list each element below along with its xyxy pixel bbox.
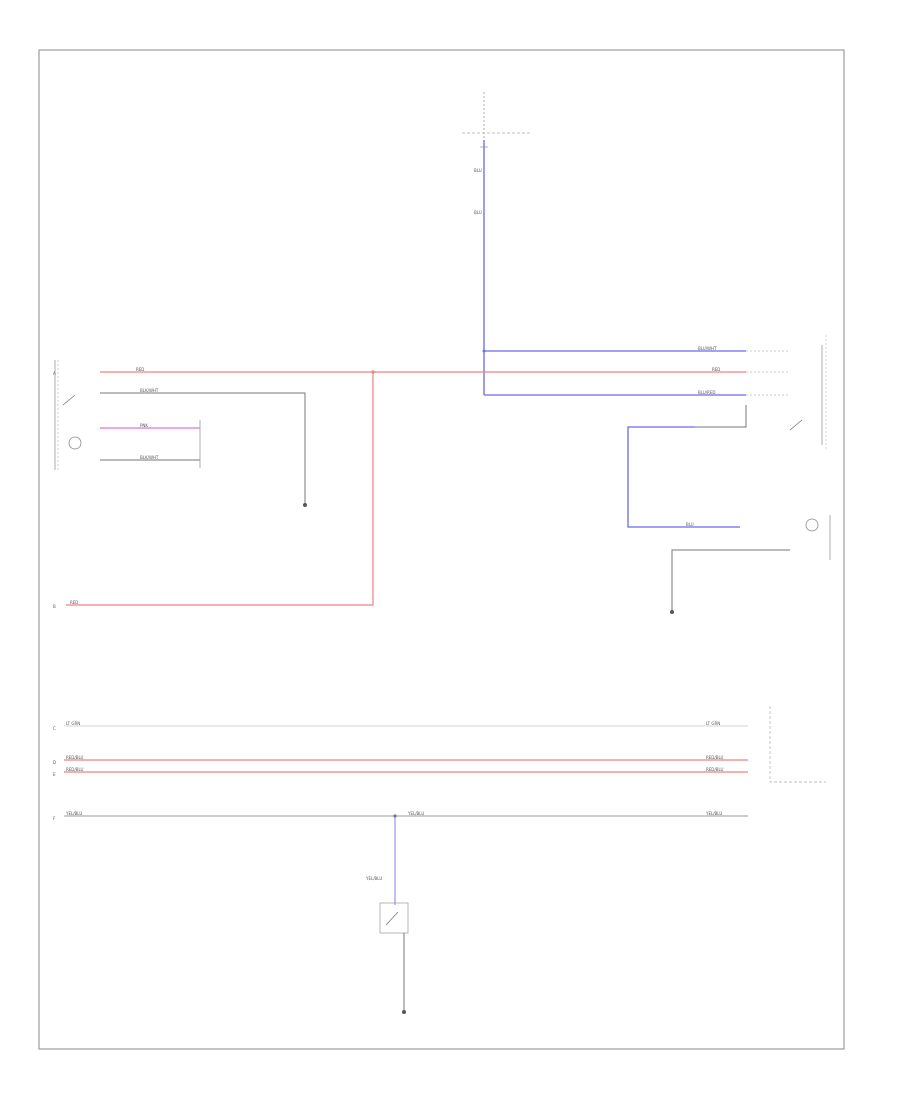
bus-label-4m: YEL/BLU: [407, 811, 424, 816]
bus-label-1: LT GRN: [66, 721, 80, 726]
lamp-symbol-left: [68, 436, 82, 450]
red-label-right: RED: [712, 367, 720, 372]
red-wires: [66, 371, 746, 606]
lamp-module: [805, 515, 831, 560]
pink-label: PNK: [140, 423, 148, 428]
bus-wires: [64, 725, 748, 905]
blue-splice: [482, 349, 486, 353]
dark-label-1: BLK/WHT: [140, 388, 159, 393]
blue-label-row1: BLU/WHT: [698, 346, 717, 351]
bus-label-2r: RED/BLU: [706, 755, 724, 760]
blue-label-lamp: BLU: [686, 522, 694, 527]
right-bus-module: [769, 706, 826, 783]
bottom-switch: [379, 902, 409, 934]
row-letter-b: B: [53, 604, 56, 609]
lamp-ground-node: [670, 610, 674, 614]
bus-splice: [393, 814, 397, 818]
right-module-outline: [769, 706, 826, 783]
bus-label-3: RED/BLU: [66, 767, 84, 772]
row-letter-f: F: [53, 816, 56, 821]
dark-wire-1: [100, 392, 306, 473]
blue-wires: [483, 140, 746, 528]
bottom-switch-box: [379, 902, 409, 934]
red-splice: [371, 370, 375, 374]
red-label-top: RED: [136, 367, 144, 372]
relay-output-wire: [695, 405, 747, 428]
top-fuse-block: [462, 92, 532, 148]
blue-label-row3: BLU/RED: [698, 390, 715, 395]
blue-label-a: BLU: [474, 168, 482, 173]
relay-contact: [789, 419, 803, 431]
dark-label-2: BLK/WHT: [140, 455, 159, 460]
row-letter-c: C: [53, 726, 56, 731]
left-signal-wires: [100, 392, 306, 505]
bottom-switch-blade: [385, 911, 399, 926]
bus-label-1r: LT GRN: [706, 721, 720, 726]
left-switch-blade: [62, 394, 76, 406]
bus-label-4r: YEL/BLU: [705, 811, 722, 816]
row-letter-e: E: [53, 772, 56, 777]
left-module: [54, 360, 82, 470]
red-label-bottom: RED: [70, 600, 78, 605]
diagram-frame: [38, 49, 845, 1050]
blue-label-b: BLU: [474, 210, 482, 215]
red-wire-drop: [66, 372, 374, 606]
row-letter-d: D: [53, 760, 56, 765]
bus-label-branch: YEL/BLU: [365, 876, 382, 881]
relay-module: [746, 335, 827, 450]
bottom-ground-node: [402, 1010, 406, 1014]
row-letter-a: A: [53, 371, 56, 376]
bus-label-2: RED/BLU: [66, 755, 84, 760]
bus-label-4: YEL/BLU: [65, 811, 82, 816]
bus-label-3r: RED/BLU: [706, 767, 724, 772]
blue-wire-lamp-loop: [627, 426, 740, 528]
left-ground-node: [303, 503, 307, 507]
lamp-symbol: [805, 518, 819, 532]
lamp-ground-wire: [671, 549, 790, 610]
